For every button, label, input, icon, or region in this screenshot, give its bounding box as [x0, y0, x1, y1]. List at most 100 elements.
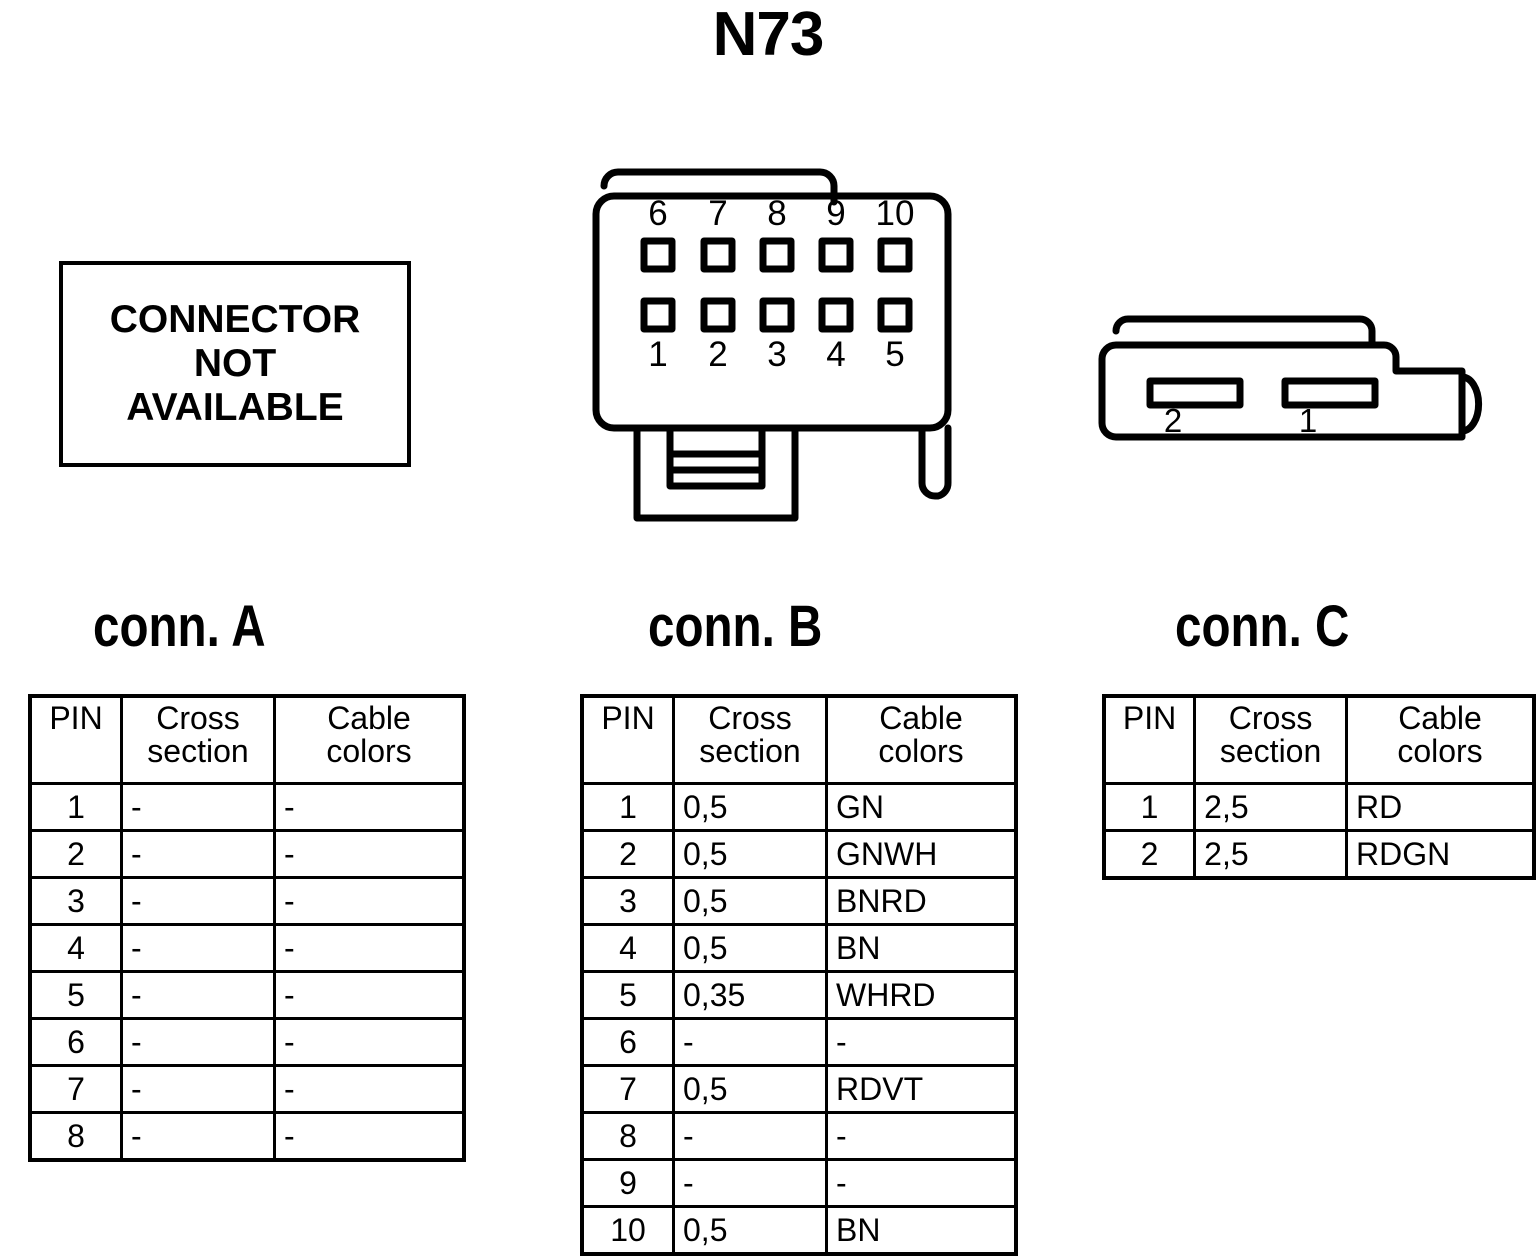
cell-pin: 3 [28, 876, 123, 926]
column-header-cross-section: Cross section [1193, 694, 1348, 785]
connector-c-diagram: 2 1 [1090, 295, 1490, 455]
cable-colors-line-2: colors [326, 732, 412, 769]
column-header-cross-section: Cross section [672, 694, 828, 785]
cell-cross-section: - [120, 876, 276, 926]
cell-cable-color: - [273, 1064, 466, 1114]
pin-cavity-1 [640, 297, 676, 333]
column-header-pin: PIN [1102, 694, 1197, 785]
table-row: 4-- [28, 923, 466, 973]
cell-cross-section: 2,5 [1193, 782, 1348, 832]
cable-colors-line-2: colors [1397, 732, 1483, 769]
cell-pin: 7 [28, 1064, 123, 1114]
pin-label-10: 10 [875, 194, 915, 233]
cell-cable-color: GNWH [825, 829, 1018, 879]
cable-colors-line-2: colors [878, 732, 964, 769]
cross-section-line-2: section [1219, 732, 1322, 769]
cell-cross-section: 0,5 [672, 1064, 828, 1114]
cell-cable-color: RD [1344, 782, 1536, 832]
pin-label-6: 6 [648, 194, 668, 233]
cell-pin: 8 [580, 1111, 675, 1161]
cell-pin: 2 [1102, 829, 1197, 880]
cable-colors-line-1: Cable [1398, 700, 1482, 736]
cell-cross-section: - [120, 782, 276, 832]
cell-cable-color: - [825, 1111, 1018, 1161]
cell-cross-section: - [672, 1111, 828, 1161]
connector-c-pin-label-1: 1 [1298, 402, 1318, 439]
placeholder-line-1: CONNECTOR [109, 298, 361, 342]
cell-pin: 10 [580, 1205, 675, 1256]
table-row: 8-- [580, 1111, 1018, 1161]
page-title: N73 [712, 0, 825, 69]
connector-c-side-tab [1458, 373, 1483, 435]
cell-cross-section: 0,5 [672, 876, 828, 926]
column-header-cross-section: Cross section [120, 694, 276, 785]
pin-cavity-4 [818, 297, 854, 333]
table-row: 3-- [28, 876, 466, 926]
cell-pin: 9 [580, 1158, 675, 1208]
heading-conn-b: conn. B [648, 594, 823, 659]
cell-pin: 5 [28, 970, 123, 1020]
cell-cable-color: - [825, 1158, 1018, 1208]
table-row: 9-- [580, 1158, 1018, 1208]
latch-outline [600, 168, 838, 206]
cell-cross-section: 0,5 [672, 829, 828, 879]
cell-cross-section: - [120, 829, 276, 879]
cell-pin: 6 [28, 1017, 123, 1067]
table-header-row: PIN Cross section Cable colors [1102, 694, 1536, 785]
cell-cable-color: - [273, 782, 466, 832]
table-row: 8-- [28, 1111, 466, 1162]
cable-colors-line-1: Cable [879, 700, 963, 736]
column-header-cable-colors: Cable colors [825, 694, 1018, 785]
cell-cross-section: - [672, 1017, 828, 1067]
cell-cross-section: - [120, 1017, 276, 1067]
table-row: 2-- [28, 829, 466, 879]
cell-cable-color: - [273, 829, 466, 879]
pin-label-4: 4 [826, 335, 846, 374]
cross-section-line-1: Cross [1228, 700, 1313, 736]
table-row: 7-- [28, 1064, 466, 1114]
table-row: 1-- [28, 782, 466, 832]
placeholder-line-3: AVAILABLE [126, 385, 344, 429]
table-row: 6-- [28, 1017, 466, 1067]
cell-cable-color: GN [825, 782, 1018, 832]
cell-pin: 5 [580, 970, 675, 1020]
table-head: PIN Cross section Cable colors [580, 694, 1018, 785]
cell-pin: 2 [28, 829, 123, 879]
connector-b-diagram: 6 7 8 9 10 1 2 3 4 5 [590, 140, 970, 530]
cell-cable-color: - [273, 923, 466, 973]
connector-not-available-box: CONNECTOR NOT AVAILABLE [59, 261, 411, 467]
cell-cross-section: - [120, 970, 276, 1020]
cell-cable-color: - [273, 1017, 466, 1067]
cell-cable-color: - [825, 1017, 1018, 1067]
column-header-cable-colors: Cable colors [273, 694, 466, 785]
cell-cross-section: 0,5 [672, 1205, 828, 1256]
cell-cable-color: BNRD [825, 876, 1018, 926]
conn-a-pin-table: PIN Cross section Cable colors 1--2--3--… [28, 694, 466, 1162]
connector-b-shroud [633, 424, 799, 522]
cell-cable-color: - [273, 1111, 466, 1162]
pin-cavity-6 [640, 237, 676, 273]
pin-label-9: 9 [826, 194, 846, 233]
cell-cross-section: 0,5 [672, 923, 828, 973]
cable-colors-line-1: Cable [327, 700, 411, 736]
cell-pin: 2 [580, 829, 675, 879]
table-head: PIN Cross section Cable colors [1102, 694, 1536, 785]
cell-cross-section: 2,5 [1193, 829, 1348, 880]
cell-cable-color: BN [825, 923, 1018, 973]
connector-b-svg [592, 168, 952, 522]
terminal-slot-1 [1281, 377, 1379, 409]
conn-a-table-body: 1--2--3--4--5--6--7--8-- [28, 782, 466, 1162]
pin-cavity-10 [877, 237, 913, 273]
cell-pin: 1 [28, 782, 123, 832]
cell-pin: 4 [580, 923, 675, 973]
connector-c-latch [1112, 315, 1376, 349]
heading-conn-c: conn. C [1175, 594, 1350, 659]
